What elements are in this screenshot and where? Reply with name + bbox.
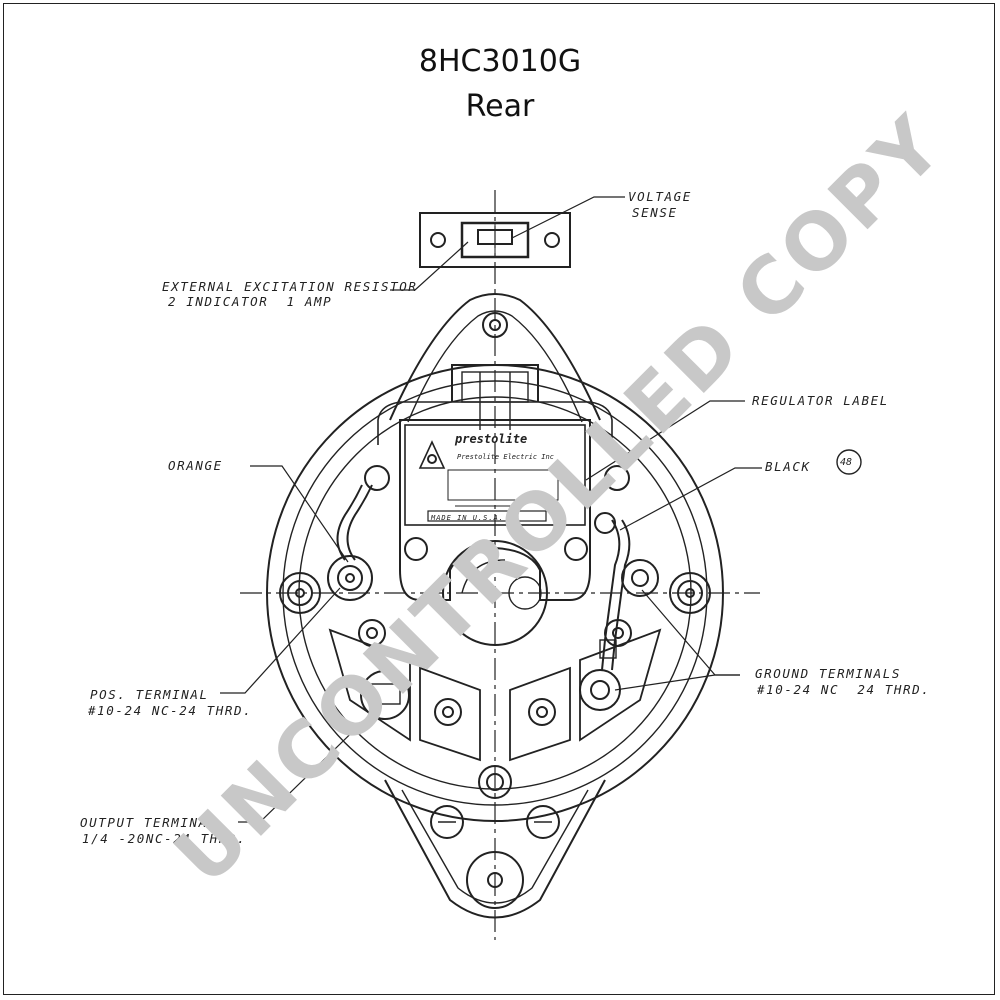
connector-plug <box>419 212 571 268</box>
ground-terminals-label-line1: GROUND TERMINALS <box>755 666 902 681</box>
voltage-sense-label-line2: SENSE <box>632 205 678 220</box>
ground-terminal-drawing <box>579 512 659 711</box>
side-bosses <box>279 572 711 614</box>
regulator-label-plate <box>404 424 586 526</box>
regulator-screws <box>364 465 630 561</box>
orange-wire-label: ORANGE <box>168 458 223 473</box>
pos-terminal-drawing <box>327 555 373 601</box>
regulator-label-callout: REGULATOR LABEL <box>752 393 889 408</box>
page-border <box>3 3 995 995</box>
pos-terminal-label-line2: #10-24 NC-24 THRD. <box>88 703 253 718</box>
regulator-made-in: MADE IN U.S.A. <box>431 514 505 522</box>
view-subtitle: Rear <box>465 89 535 124</box>
regulator-brand: prestolite <box>455 432 528 446</box>
black-wire-label: BLACK <box>765 459 811 474</box>
bottom-mounting-ear <box>384 765 606 919</box>
regulator-housing <box>377 364 613 601</box>
black-tag-circle <box>836 449 862 475</box>
black-tag-number: 48 <box>840 457 853 468</box>
output-terminal-label-line2: 1/4 -20NC-24 THRD. <box>82 831 247 846</box>
leader-lines <box>220 196 762 823</box>
voltage-sense-label-line1: VOLTAGE <box>628 189 692 204</box>
regulator-subline: Prestolite Electric Inc <box>457 453 554 461</box>
centerlines <box>240 190 760 940</box>
output-terminal-drawing <box>360 670 410 720</box>
rectifier-segments <box>328 628 662 762</box>
black-wire <box>599 519 631 671</box>
ground-terminals-label-line2: #10-24 NC 24 THRD. <box>757 682 931 697</box>
external-excitation-label-line1: EXTERNAL EXCITATION RESISTOR <box>162 279 418 294</box>
external-excitation-label-line2: 2 INDICATOR 1 AMP <box>168 294 333 309</box>
bearing-cover <box>442 540 548 646</box>
part-number-title: 8HC3010G <box>418 44 582 79</box>
output-terminal-label-line1: OUTPUT TERMINAL <box>80 815 217 830</box>
top-mounting-ear <box>389 293 601 423</box>
pos-terminal-label-line1: POS. TERMINAL <box>90 687 209 702</box>
orange-wire <box>336 484 373 561</box>
